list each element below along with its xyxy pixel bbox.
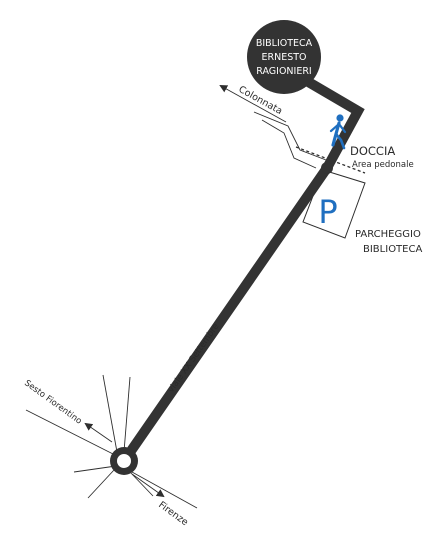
colonnata-edge-upper (253, 111, 327, 161)
road-south-right (129, 471, 154, 497)
firenze-label: Firenze (156, 500, 190, 529)
parking-label-line1: PARCHEGGIO (355, 229, 421, 240)
colonnata-arrow (219, 85, 287, 123)
road-north-left (102, 374, 118, 453)
pedestrian-area-boundary (295, 146, 366, 174)
roundabout-icon (110, 447, 138, 475)
pedestrian-area-label: Area pedonale (352, 160, 414, 170)
library-name-line2: ERNESTO (261, 52, 306, 63)
parking-icon: P (318, 193, 337, 231)
road-south-left (87, 469, 115, 499)
library-circle (247, 20, 321, 94)
colonnata-road (253, 111, 327, 169)
road-sw (73, 465, 117, 473)
viale-label: viale XX Settembre (166, 322, 221, 395)
pedestrian-icon (329, 114, 347, 150)
minor-roads (25, 374, 198, 509)
main-route (119, 75, 365, 464)
firenze-arrow (131, 473, 165, 498)
colonnata-edge-lower (261, 119, 317, 169)
road-north-right (123, 376, 131, 453)
library-landmark: BIBLIOTECA ERNESTO RAGIONIERI (247, 20, 321, 94)
junction-node (321, 162, 333, 174)
library-name-line1: BIBLIOTECA (256, 38, 313, 49)
library-name-line3: RAGIONIERI (256, 66, 312, 77)
doccia-label: DOCCIA (350, 144, 395, 158)
sesto-label: Sesto Fiorentino (22, 378, 83, 426)
parking-label-line2: BIBLIOTECA (363, 244, 422, 255)
direction-arrows (84, 85, 287, 498)
road-west (25, 409, 116, 456)
sesto-arrow (84, 422, 113, 443)
